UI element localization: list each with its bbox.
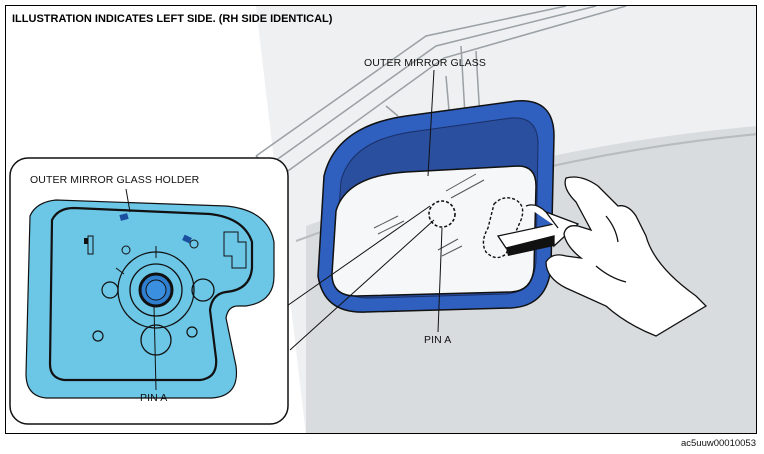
pin-a-label: PIN A [424,334,452,346]
diagram-frame: ILLUSTRATION INDICATES LEFT SIDE. (RH SI… [5,5,757,434]
leader-lines [283,69,443,351]
outer-mirror-glass [331,165,537,297]
pin-a-inset-label: PIN A [140,392,168,404]
hand-icon [525,176,708,337]
page-title: ILLUSTRATION INDICATES LEFT SIDE. (RH SI… [12,13,333,25]
outer-mirror-glass-holder-label: OUTER MIRROR GLASS HOLDER [30,174,200,186]
inset-box [9,157,289,425]
pin-a-marker [428,200,456,228]
illustration [9,6,756,433]
document-id: ac5uuw00010053 [680,438,756,449]
outer-mirror-glass-label: OUTER MIRROR GLASS [364,57,486,69]
